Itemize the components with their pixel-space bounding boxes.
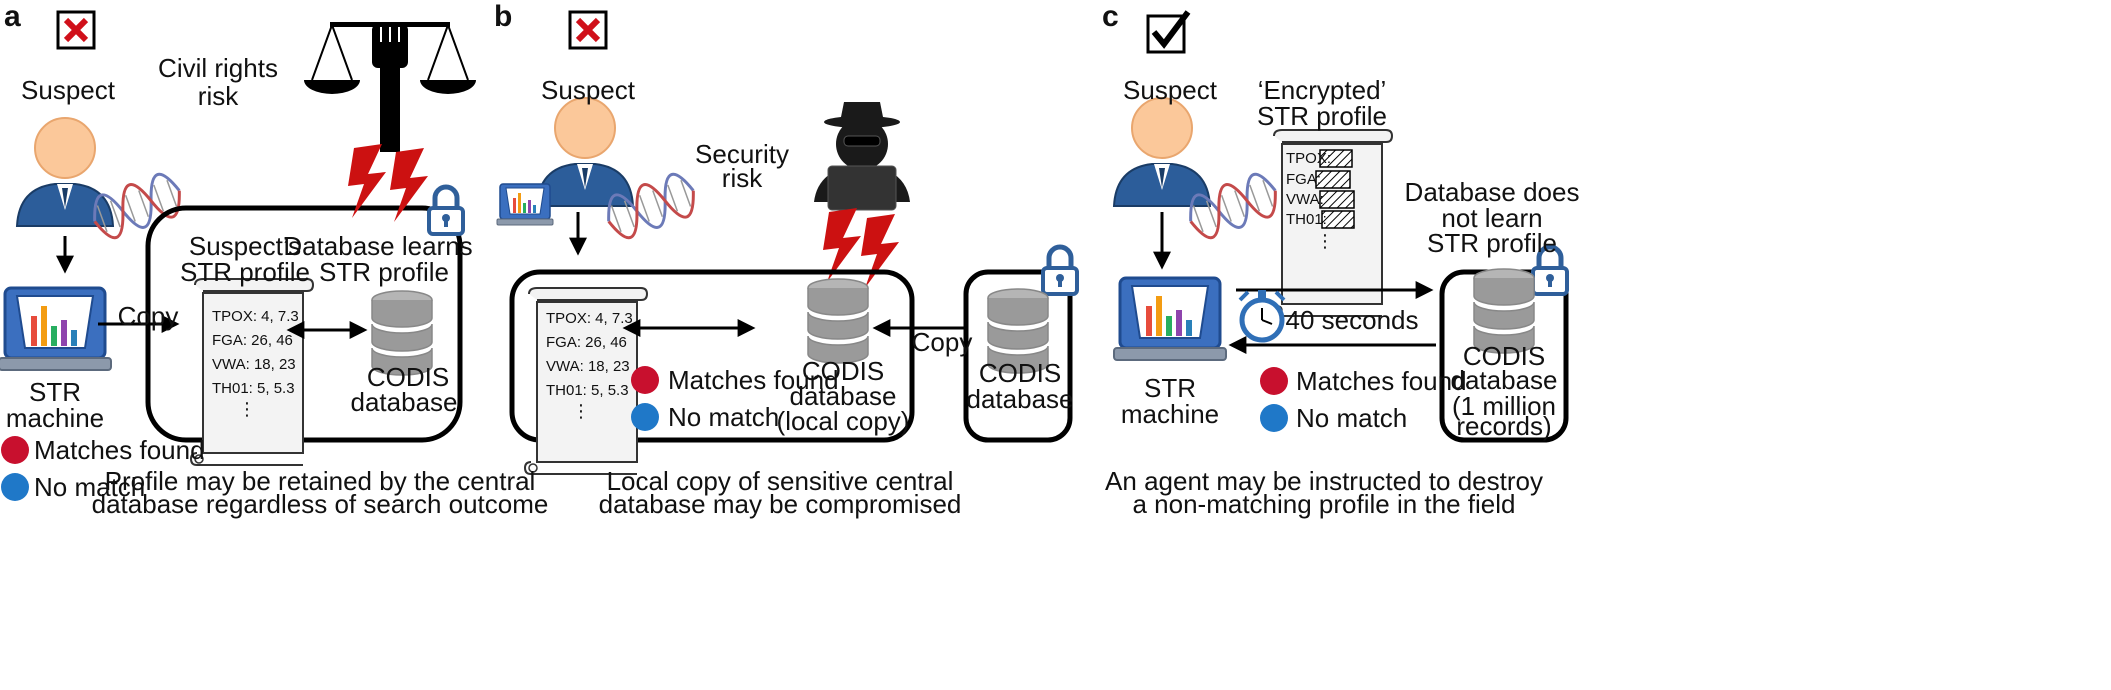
reject-icon-b <box>568 10 608 50</box>
caption-b-line2: database may be compromised <box>598 489 962 519</box>
profile-row-b-more: ⋮ <box>572 401 590 421</box>
profile-row-b-vwa: VWA: 18, 23 <box>546 358 630 375</box>
time-label: 40 seconds <box>1285 305 1419 335</box>
profile-row-a-vwa: VWA: 18, 23 <box>212 356 296 373</box>
nomatch-dot-c <box>1260 404 1288 432</box>
justice-scales-icon <box>304 22 476 152</box>
encrypted-title-line1: ‘Encrypted’ <box>1257 75 1387 105</box>
caption-b-line1: Local copy of sensitive central <box>606 466 954 496</box>
caption-a-line2: database regardless of search outcome <box>91 489 549 519</box>
stopwatch-icon <box>1238 290 1286 343</box>
legend-match-a: Matches found <box>34 435 205 465</box>
local-db-label-line3: (local copy) <box>776 406 910 436</box>
profile-title-a-line1: Suspect’s <box>188 231 302 261</box>
risk-label-a-line2: risk <box>197 81 239 111</box>
panel-label-c: c <box>1102 0 1119 33</box>
risk-label-b-line1: Security <box>695 139 789 169</box>
db-learns-a-line1: Database learns <box>283 231 473 261</box>
machine-label-a-line1: STR <box>29 377 81 407</box>
lightning-icon-a2 <box>390 148 428 222</box>
profile-row-a-th01: TH01: 5, 5.3 <box>212 380 295 397</box>
str-machine-icon-b <box>496 183 554 226</box>
central-db-label-line2: database <box>966 384 1074 414</box>
profile-row-a-tpox: TPOX: 4, 7.3 <box>212 308 299 325</box>
codis-label-a-line2: database <box>350 387 458 417</box>
copy-label-a: Copy <box>117 301 179 331</box>
suspect-person-icon-c <box>1113 97 1211 207</box>
codis-label-a-line1: CODIS <box>366 362 450 392</box>
lock-icon-b <box>1043 247 1077 294</box>
legend-nomatch-a: No match <box>34 472 146 502</box>
suspect-label-c: Suspect <box>1123 75 1217 105</box>
str-machine-icon-c <box>1112 276 1228 362</box>
suspect-label-a: Suspect <box>21 75 115 105</box>
local-db-label-line2: database <box>789 381 897 411</box>
profile-row-b-th01: TH01: 5, 5.3 <box>546 382 629 399</box>
match-dot-c <box>1260 367 1288 395</box>
lock-icon-a <box>429 187 463 234</box>
encrypted-row-tpox: TPOX: <box>1286 150 1332 167</box>
encrypted-title-line2: STR profile <box>1256 101 1388 131</box>
db-not-learn-line2: not learn <box>1441 203 1543 233</box>
hacker-icon <box>814 102 910 211</box>
codis-label-c-line1: CODIS <box>1462 341 1546 371</box>
machine-label-c-line2: machine <box>1120 399 1220 429</box>
match-dot-b <box>631 366 659 394</box>
encrypted-row-more: ⋮ <box>1316 231 1334 251</box>
lightning-icon-b2 <box>861 214 899 288</box>
machine-label-c-line1: STR <box>1144 373 1196 403</box>
codis-local-db-icon <box>807 278 869 364</box>
codis-label-c-line2: database <box>1450 365 1558 395</box>
profile-row-a-fga: FGA: 26, 46 <box>212 332 293 349</box>
db-not-learn-line3: STR profile <box>1426 228 1558 258</box>
legend-nomatch-c: No match <box>1296 403 1408 433</box>
encrypted-row-th01: TH01: <box>1286 211 1327 228</box>
machine-label-a-line2: machine <box>5 403 105 433</box>
reject-icon-a <box>56 10 96 50</box>
risk-label-b-line2: risk <box>721 163 763 193</box>
db-learns-a-line2: STR profile <box>318 257 450 287</box>
central-db-label-line1: CODIS <box>978 358 1062 388</box>
match-dot-a <box>1 436 29 464</box>
suspect-person-icon-b <box>536 97 634 207</box>
hatched-values <box>1315 149 1355 229</box>
local-db-label-line1: CODIS <box>801 356 885 386</box>
panel-a-graphics <box>0 10 476 501</box>
profile-row-a-more: ⋮ <box>238 399 256 419</box>
codis-label-c-line3: (1 million <box>1451 391 1557 421</box>
encrypted-row-fga: FGA: <box>1286 171 1322 188</box>
copy-label-b: Copy <box>911 327 973 357</box>
panel-b-graphics <box>496 10 1077 475</box>
approve-icon-c <box>1146 10 1191 54</box>
panel-label-a: a <box>4 0 21 33</box>
codis-label-c-line4: records) <box>1456 411 1552 441</box>
encrypted-row-vwa: VWA: <box>1286 191 1324 208</box>
suspect-label-b: Suspect <box>541 75 635 105</box>
legend-match-b: Matches found <box>668 365 839 395</box>
nomatch-dot-b <box>631 403 659 431</box>
profile-row-b-fga: FGA: 26, 46 <box>546 334 627 351</box>
profile-title-a-line2: STR profile <box>179 257 311 287</box>
caption-c-line2: a non-matching profile in the field <box>1132 489 1516 519</box>
legend-match-c: Matches found <box>1296 366 1467 396</box>
legend-nomatch-b: No match <box>668 402 780 432</box>
nomatch-dot-a <box>1 473 29 501</box>
panel-label-b: b <box>494 0 513 33</box>
caption-a-line1: Profile may be retained by the central <box>104 466 536 496</box>
profile-row-b-tpox: TPOX: 4, 7.3 <box>546 310 633 327</box>
panel-c-graphics <box>1112 10 1567 443</box>
risk-label-a-line1: Civil rights <box>158 53 278 83</box>
str-machine-icon-a <box>0 286 113 372</box>
db-not-learn-line1: Database does <box>1404 177 1580 207</box>
caption-c-line1: An agent may be instructed to destroy <box>1105 466 1543 496</box>
